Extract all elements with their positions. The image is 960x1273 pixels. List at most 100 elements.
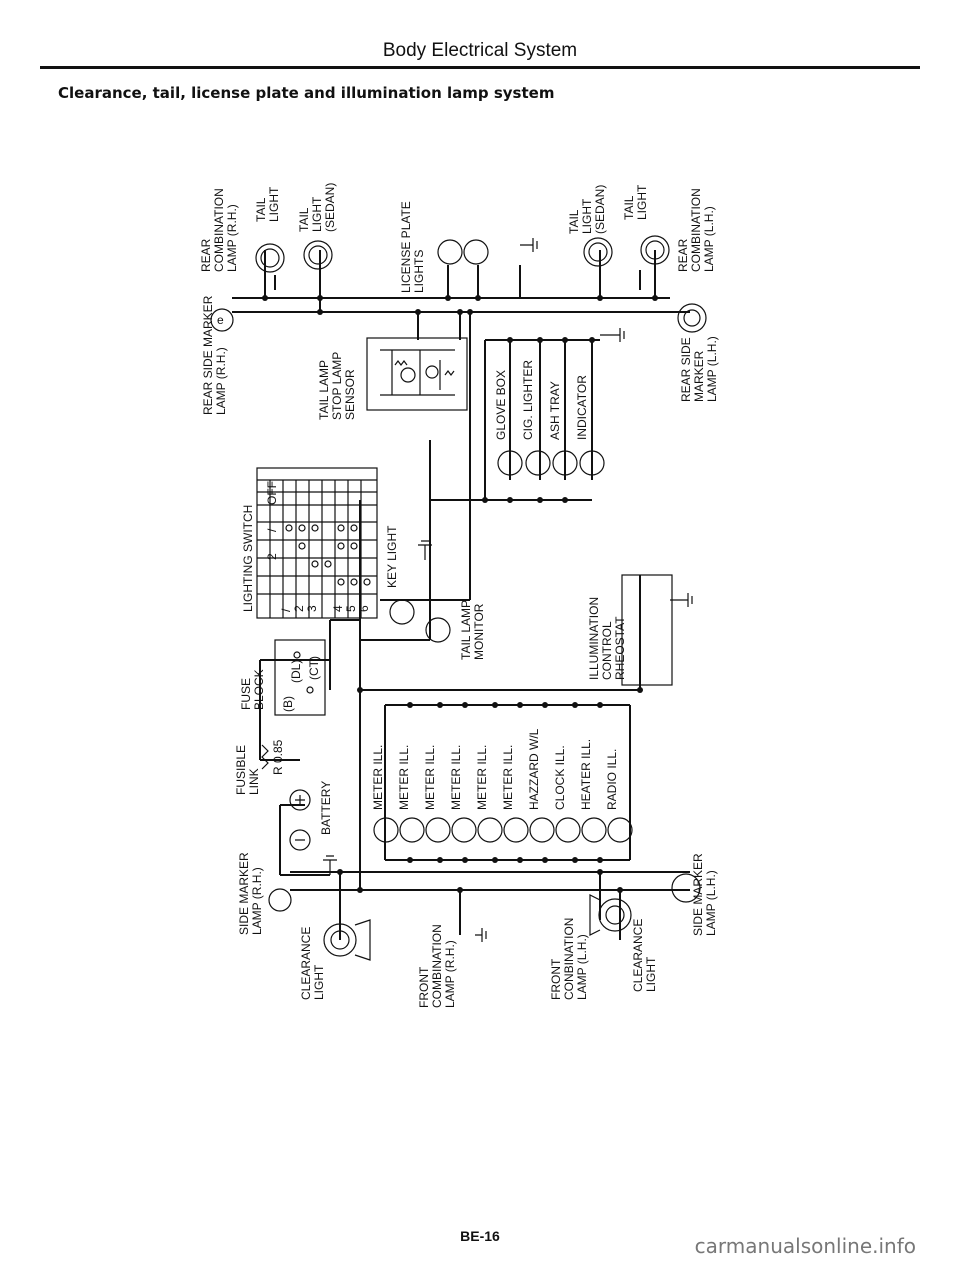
svg-text:TAIL: TAIL bbox=[567, 209, 581, 234]
label-cig-lighter: CIG. LIGHTER bbox=[521, 360, 535, 440]
switch-row: 3 bbox=[305, 605, 319, 612]
svg-text:TAIL: TAIL bbox=[297, 207, 311, 232]
svg-text:LIGHT: LIGHT bbox=[312, 964, 326, 1000]
switch-row: 4 bbox=[331, 605, 345, 612]
svg-text:SIDE MARKER: SIDE MARKER bbox=[691, 853, 705, 936]
header-rule bbox=[40, 66, 920, 69]
rear-side-marker-rh-lamp: e bbox=[210, 308, 234, 332]
label-rear-combination-rh: REAR COMBINATION LAMP (R.H.) bbox=[199, 188, 239, 272]
svg-text:FRONT: FRONT bbox=[417, 966, 431, 1008]
tail-light-rh-lamp bbox=[255, 243, 285, 273]
svg-text:TAIL LAMP: TAIL LAMP bbox=[317, 360, 331, 420]
label-tail-light-rh: TAIL LIGHT bbox=[254, 186, 281, 222]
label-side-marker-rh: SIDE MARKER LAMP (R.H.) bbox=[237, 852, 264, 935]
label-rear-side-marker-rh: REAR SIDE MARKER LAMP (R.H.) bbox=[201, 295, 228, 415]
svg-text:LAMP (R.H.): LAMP (R.H.) bbox=[443, 940, 457, 1008]
label-indicator: INDICATOR bbox=[575, 375, 589, 440]
svg-text:LAMP (R.H.): LAMP (R.H.) bbox=[214, 347, 228, 415]
lamp-glyph: e bbox=[217, 313, 224, 327]
svg-text:RHEOSTAT: RHEOSTAT bbox=[613, 616, 627, 680]
svg-text:LAMP (L.H.): LAMP (L.H.) bbox=[705, 336, 719, 402]
svg-text:FRONT: FRONT bbox=[549, 958, 563, 1000]
watermark: carmanualsonline.info bbox=[694, 1234, 916, 1258]
svg-text:COMBINATION: COMBINATION bbox=[430, 924, 444, 1008]
svg-text:TAIL LAMP: TAIL LAMP bbox=[459, 600, 473, 660]
svg-text:LAMP (L.H.): LAMP (L.H.) bbox=[702, 206, 716, 272]
tail-light-sedan-rh-lamp bbox=[303, 240, 333, 270]
label-front-combination-lh: FRONT CONBINATION LAMP (L.H.) bbox=[549, 918, 589, 1000]
label-illumination-rheostat: ILLUMINATION CONTROL RHEOSTAT bbox=[587, 597, 627, 680]
svg-text:LIGHT: LIGHT bbox=[310, 196, 324, 232]
key-light-lamp bbox=[389, 599, 415, 625]
illum-label: RADIO ILL. bbox=[605, 749, 619, 810]
illum-labels: METER ILL. METER ILL. METER ILL. METER I… bbox=[371, 728, 619, 810]
glove-box-lamp bbox=[497, 450, 523, 476]
sensor-block bbox=[366, 337, 468, 411]
svg-text:CIG. LIGHTER: CIG. LIGHTER bbox=[521, 360, 535, 440]
tail-lamp-monitor-lamp bbox=[425, 617, 451, 643]
svg-text:CONTROL: CONTROL bbox=[600, 621, 614, 680]
svg-text:ILLUMINATION: ILLUMINATION bbox=[587, 597, 601, 680]
battery-symbol bbox=[289, 789, 311, 851]
svg-text:REAR: REAR bbox=[199, 238, 213, 272]
svg-text:REAR: REAR bbox=[676, 238, 690, 272]
svg-text:MARKER: MARKER bbox=[692, 350, 706, 402]
side-marker-rh-lamp bbox=[268, 888, 292, 912]
side-marker-lh-lamp bbox=[671, 873, 701, 903]
svg-text:R 0.85: R 0.85 bbox=[271, 739, 285, 775]
wiring bbox=[232, 250, 690, 940]
illum-label: METER ILL. bbox=[501, 745, 515, 810]
svg-text:SENSOR: SENSOR bbox=[343, 369, 357, 420]
label-tail-light-sedan-lh: TAIL LIGHT (SEDAN) bbox=[567, 185, 607, 234]
svg-text:LICENSE PLATE: LICENSE PLATE bbox=[399, 201, 413, 293]
label-clearance-rh: CLEARANCE LIGHT bbox=[299, 927, 326, 1000]
diagram-subtitle: Clearance, tail, license plate and illum… bbox=[58, 84, 555, 102]
label-fusible-link: FUSIBLE LINK bbox=[234, 745, 261, 795]
svg-text:LIGHT: LIGHT bbox=[267, 186, 281, 222]
label-fusible-value: R 0.85 bbox=[271, 739, 285, 775]
svg-text:LAMP (L.H.): LAMP (L.H.) bbox=[704, 870, 718, 936]
switch-table-labels: OFF / 2 / 2 3 4 5 6 bbox=[265, 481, 371, 612]
svg-text:SIDE MARKER: SIDE MARKER bbox=[237, 852, 251, 935]
switch-row: / bbox=[279, 608, 293, 612]
svg-text:(SEDAN): (SEDAN) bbox=[323, 183, 337, 232]
cig-lighter-lamp bbox=[525, 450, 551, 476]
svg-text:STOP LAMP: STOP LAMP bbox=[330, 352, 344, 420]
svg-text:LIGHT: LIGHT bbox=[644, 956, 658, 992]
svg-text:LIGHT: LIGHT bbox=[580, 198, 594, 234]
label-tail-light-sedan-rh: TAIL LIGHT (SEDAN) bbox=[297, 183, 337, 232]
svg-text:CLEARANCE: CLEARANCE bbox=[299, 927, 313, 1000]
illum-label: CLOCK ILL. bbox=[553, 745, 567, 810]
illum-lamps bbox=[373, 817, 633, 843]
fuse-block bbox=[274, 639, 326, 716]
clearance-rh-lamp bbox=[323, 919, 371, 961]
switch-head1: 2 bbox=[265, 553, 279, 560]
switch-head1: / bbox=[265, 528, 279, 532]
label-side-marker-lh: SIDE MARKER LAMP (L.H.) bbox=[691, 853, 718, 936]
tail-light-lh-lamp bbox=[640, 235, 670, 265]
svg-text:LINK: LINK bbox=[247, 768, 261, 795]
junction-dots bbox=[262, 295, 658, 893]
label-fuse-b: (B) bbox=[281, 696, 295, 712]
label-lighting-switch: LIGHTING SWITCH bbox=[241, 505, 255, 612]
label-clearance-lh: CLEARANCE LIGHT bbox=[631, 919, 658, 992]
label-ash-tray: ASH TRAY bbox=[548, 381, 562, 440]
fusible-link bbox=[261, 744, 269, 770]
label-rear-combination-lh: REAR COMBINATION LAMP (L.H.) bbox=[676, 188, 716, 272]
lighting-switch-table bbox=[256, 467, 378, 619]
svg-text:REAR SIDE MARKER: REAR SIDE MARKER bbox=[201, 295, 215, 415]
switch-row: 2 bbox=[292, 605, 306, 612]
svg-text:BATTERY: BATTERY bbox=[319, 781, 333, 835]
switch-head1: OFF bbox=[265, 481, 279, 505]
svg-text:LAMP (R.H.): LAMP (R.H.) bbox=[225, 204, 239, 272]
illum-label: METER ILL. bbox=[397, 745, 411, 810]
illum-label: HEATER ILL. bbox=[579, 739, 593, 810]
switch-row: 6 bbox=[357, 605, 371, 612]
license-plate-lamps bbox=[437, 239, 489, 265]
label-fuse-ct: (CT) bbox=[307, 656, 321, 680]
svg-text:TAIL: TAIL bbox=[254, 197, 268, 222]
svg-text:MONITOR: MONITOR bbox=[472, 603, 486, 660]
svg-text:LIGHT: LIGHT bbox=[635, 184, 649, 220]
illum-label: METER ILL. bbox=[371, 745, 385, 810]
svg-text:INDICATOR: INDICATOR bbox=[575, 375, 589, 440]
